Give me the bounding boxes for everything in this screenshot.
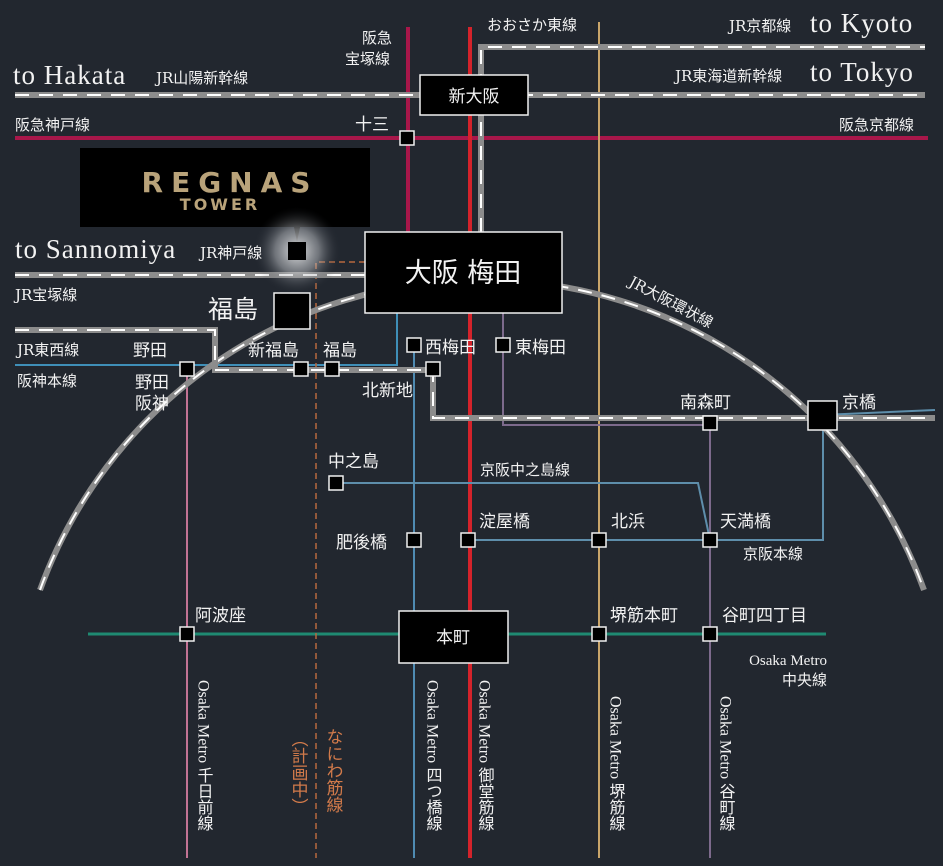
svg-text:東梅田: 東梅田 xyxy=(515,338,566,358)
svg-text:北浜: 北浜 xyxy=(611,512,645,532)
svg-text:REGNAS: REGNAS xyxy=(142,166,319,199)
station-fukushima-jr[interactable] xyxy=(273,292,311,330)
svg-text:おおさか東線: おおさか東線 xyxy=(487,16,577,34)
svg-text:大阪 梅田: 大阪 梅田 xyxy=(405,258,522,289)
svg-text:Osaka Metro 千日前線: Osaka Metro 千日前線 xyxy=(195,680,214,831)
destination-hakata: to Hakata xyxy=(13,60,126,90)
svg-text:淀屋橋: 淀屋橋 xyxy=(479,512,530,532)
destination-kyoto: to Kyoto xyxy=(810,8,913,38)
station-hommachi[interactable]: 本町 xyxy=(398,610,509,664)
svg-text:野田: 野田 xyxy=(133,341,167,361)
svg-text:Osaka Metro 堺筋線: Osaka Metro 堺筋線 xyxy=(607,696,626,831)
svg-text:阪神本線: 阪神本線 xyxy=(17,372,77,390)
station-kyobashi[interactable] xyxy=(807,400,838,431)
keihan-nakanoshima-line xyxy=(336,482,711,541)
svg-text:福島: 福島 xyxy=(208,295,258,324)
svg-text:阪神: 阪神 xyxy=(135,394,169,414)
svg-text:中之島: 中之島 xyxy=(328,452,379,472)
svg-text:阪急京都線: 阪急京都線 xyxy=(839,116,914,134)
svg-text:Osaka Metro 御堂筋線: Osaka Metro 御堂筋線 xyxy=(476,680,495,831)
svg-text:本町: 本町 xyxy=(436,628,470,648)
line-labels: JR山陽新幹線 阪急神戸線 阪急 宝塚線 おおさか東線 JR京都線 JR東海道新… xyxy=(13,16,914,831)
svg-text:JR京都線: JR京都線 xyxy=(727,17,791,35)
station-labels: 十三 福島 野田 野田 阪神 新福島 福島 西梅田 東梅田 北新地 南森町 京橋… xyxy=(133,115,876,626)
svg-text:天満橋: 天満橋 xyxy=(720,512,771,532)
svg-text:阿波座: 阿波座 xyxy=(195,606,246,626)
hanshin-line xyxy=(15,313,398,366)
svg-text:谷町四丁目: 谷町四丁目 xyxy=(722,606,807,626)
svg-text:福島: 福島 xyxy=(323,341,357,361)
svg-text:宝塚線: 宝塚線 xyxy=(345,50,390,68)
svg-text:北新地: 北新地 xyxy=(362,381,413,401)
svg-text:堺筋本町: 堺筋本町 xyxy=(610,606,678,626)
property-location-marker xyxy=(288,242,306,260)
svg-text:野田: 野田 xyxy=(135,373,169,393)
svg-text:阪急神戸線: 阪急神戸線 xyxy=(15,116,90,134)
svg-text:西梅田: 西梅田 xyxy=(425,338,476,358)
svg-text:新大阪: 新大阪 xyxy=(449,87,500,107)
small-stations[interactable] xyxy=(179,130,718,642)
svg-text:TOWER: TOWER xyxy=(180,195,260,214)
svg-text:京阪本線: 京阪本線 xyxy=(743,545,803,563)
svg-text:JR東西線: JR東西線 xyxy=(15,341,79,359)
svg-text:JR東海道新幹線: JR東海道新幹線 xyxy=(673,67,782,85)
destination-tokyo: to Tokyo xyxy=(810,57,914,87)
svg-text:JR神戸線: JR神戸線 xyxy=(198,244,262,262)
svg-text:JR宝塚線: JR宝塚線 xyxy=(13,286,77,304)
svg-text:なにわ筋線: なにわ筋線 xyxy=(324,728,344,813)
svg-text:京阪中之島線: 京阪中之島線 xyxy=(480,461,570,479)
svg-text:南森町: 南森町 xyxy=(680,393,731,413)
svg-text:（計画中）: （計画中） xyxy=(289,730,309,815)
keihan-main-line xyxy=(468,409,936,541)
svg-text:京橋: 京橋 xyxy=(842,393,876,413)
svg-text:新福島: 新福島 xyxy=(248,341,299,361)
svg-text:Osaka Metro: Osaka Metro xyxy=(749,653,827,669)
destination-sannomiya: to Sannomiya xyxy=(15,234,176,264)
svg-text:肥後橋: 肥後橋 xyxy=(336,533,387,553)
svg-text:JR山陽新幹線: JR山陽新幹線 xyxy=(154,69,248,87)
svg-text:中央線: 中央線 xyxy=(782,671,827,689)
svg-text:Osaka Metro 谷町線: Osaka Metro 谷町線 xyxy=(717,696,736,831)
svg-text:Osaka Metro 四つ橋線: Osaka Metro 四つ橋線 xyxy=(424,680,443,831)
svg-text:阪急: 阪急 xyxy=(362,29,392,47)
svg-text:十三: 十三 xyxy=(355,115,389,135)
regnas-tower-logo: REGNAS TOWER xyxy=(80,148,370,242)
station-shin-osaka[interactable]: 新大阪 xyxy=(419,74,529,116)
station-umeda[interactable]: 大阪 梅田 xyxy=(364,231,563,314)
